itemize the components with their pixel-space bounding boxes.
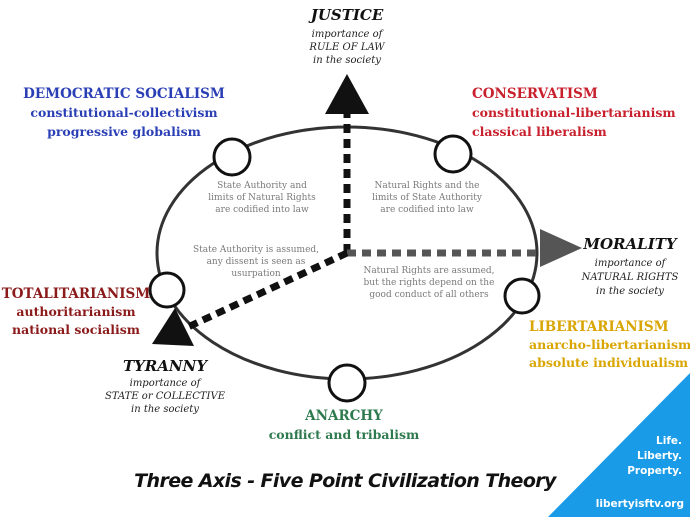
tyranny-line-2: STATE or COLLECTIVE: [105, 391, 226, 402]
justice-line-1: importance of: [312, 29, 385, 40]
region-upper-left-line-2: limits of Natural Rights: [208, 193, 316, 203]
anarchy-point-icon: [327, 363, 367, 403]
justice-line-2: RULE OF LAW: [308, 42, 385, 53]
anarchy-title: ANARCHY: [304, 408, 383, 424]
corner-line-3: Property.: [627, 465, 682, 477]
tyranny-line-3: in the society: [131, 404, 199, 415]
region-lower-right-line-1: Natural Rights are assumed,: [363, 266, 494, 276]
conservatism-line-2: classical liberalism: [472, 124, 607, 139]
democratic-socialism-point-icon: [212, 137, 252, 177]
totalitarianism-point-icon: [148, 271, 186, 309]
libertarianism-line-2: absolute individualism: [529, 355, 688, 370]
corner-site-link[interactable]: libertyisftv.org: [596, 498, 684, 510]
totalitarianism-title: TOTALITARIANISM: [2, 286, 151, 302]
corner-line-2: Liberty.: [637, 450, 682, 462]
region-lower-right-line-3: good conduct of all others: [369, 290, 489, 300]
libertarianism-point-icon: [503, 277, 541, 315]
region-lower-left-line-3: usurpation: [231, 269, 281, 279]
morality-line-3: in the society: [596, 286, 664, 297]
region-upper-left-line-3: are codified into law: [215, 205, 309, 215]
region-upper-right-line-2: limits of State Authority: [372, 193, 483, 203]
region-upper-right-line-1: Natural Rights and the: [375, 181, 480, 191]
conservatism-title: CONSERVATISM: [472, 86, 598, 102]
tyranny-title: TYRANNY: [123, 357, 208, 375]
morality-arrow-icon: [540, 229, 582, 267]
region-upper-left-line-1: State Authority and: [217, 181, 307, 191]
libertarianism-line-1: anarcho-libertarianism: [529, 337, 690, 352]
conservatism-point-icon: [433, 134, 473, 174]
corner-line-1: Life.: [656, 435, 682, 447]
region-upper-right-line-3: are codified into law: [380, 205, 474, 215]
justice-line-3: in the society: [313, 55, 381, 66]
morality-line-2: NATURAL RIGHTS: [581, 272, 679, 283]
democratic-socialism-line-1: constitutional-collectivism: [30, 105, 217, 120]
footer-title: Three Axis - Five Point Civilization The…: [134, 470, 558, 492]
region-lower-right-line-2: but the rights depend on the: [364, 278, 495, 288]
justice-title: JUSTICE: [308, 6, 384, 24]
tyranny-arrow-icon: [152, 308, 194, 346]
corner-badge: [548, 373, 690, 517]
totalitarianism-line-1: authoritarianism: [16, 304, 135, 319]
region-lower-left-line-1: State Authority is assumed,: [193, 245, 319, 255]
democratic-socialism-line-2: progressive globalism: [47, 124, 201, 139]
totalitarianism-line-2: national socialism: [12, 322, 140, 337]
conservatism-line-1: constitutional-libertarianism: [472, 105, 676, 120]
anarchy-line-1: conflict and tribalism: [269, 427, 420, 442]
justice-arrow-icon: [325, 74, 369, 114]
morality-line-1: importance of: [595, 258, 668, 269]
libertarianism-title: LIBERTARIANISM: [529, 319, 669, 335]
democratic-socialism-title: DEMOCRATIC SOCIALISM: [23, 86, 225, 102]
morality-title: MORALITY: [582, 235, 678, 253]
tyranny-line-1: importance of: [130, 378, 203, 389]
region-lower-left-line-2: any dissent is seen as: [207, 257, 306, 267]
